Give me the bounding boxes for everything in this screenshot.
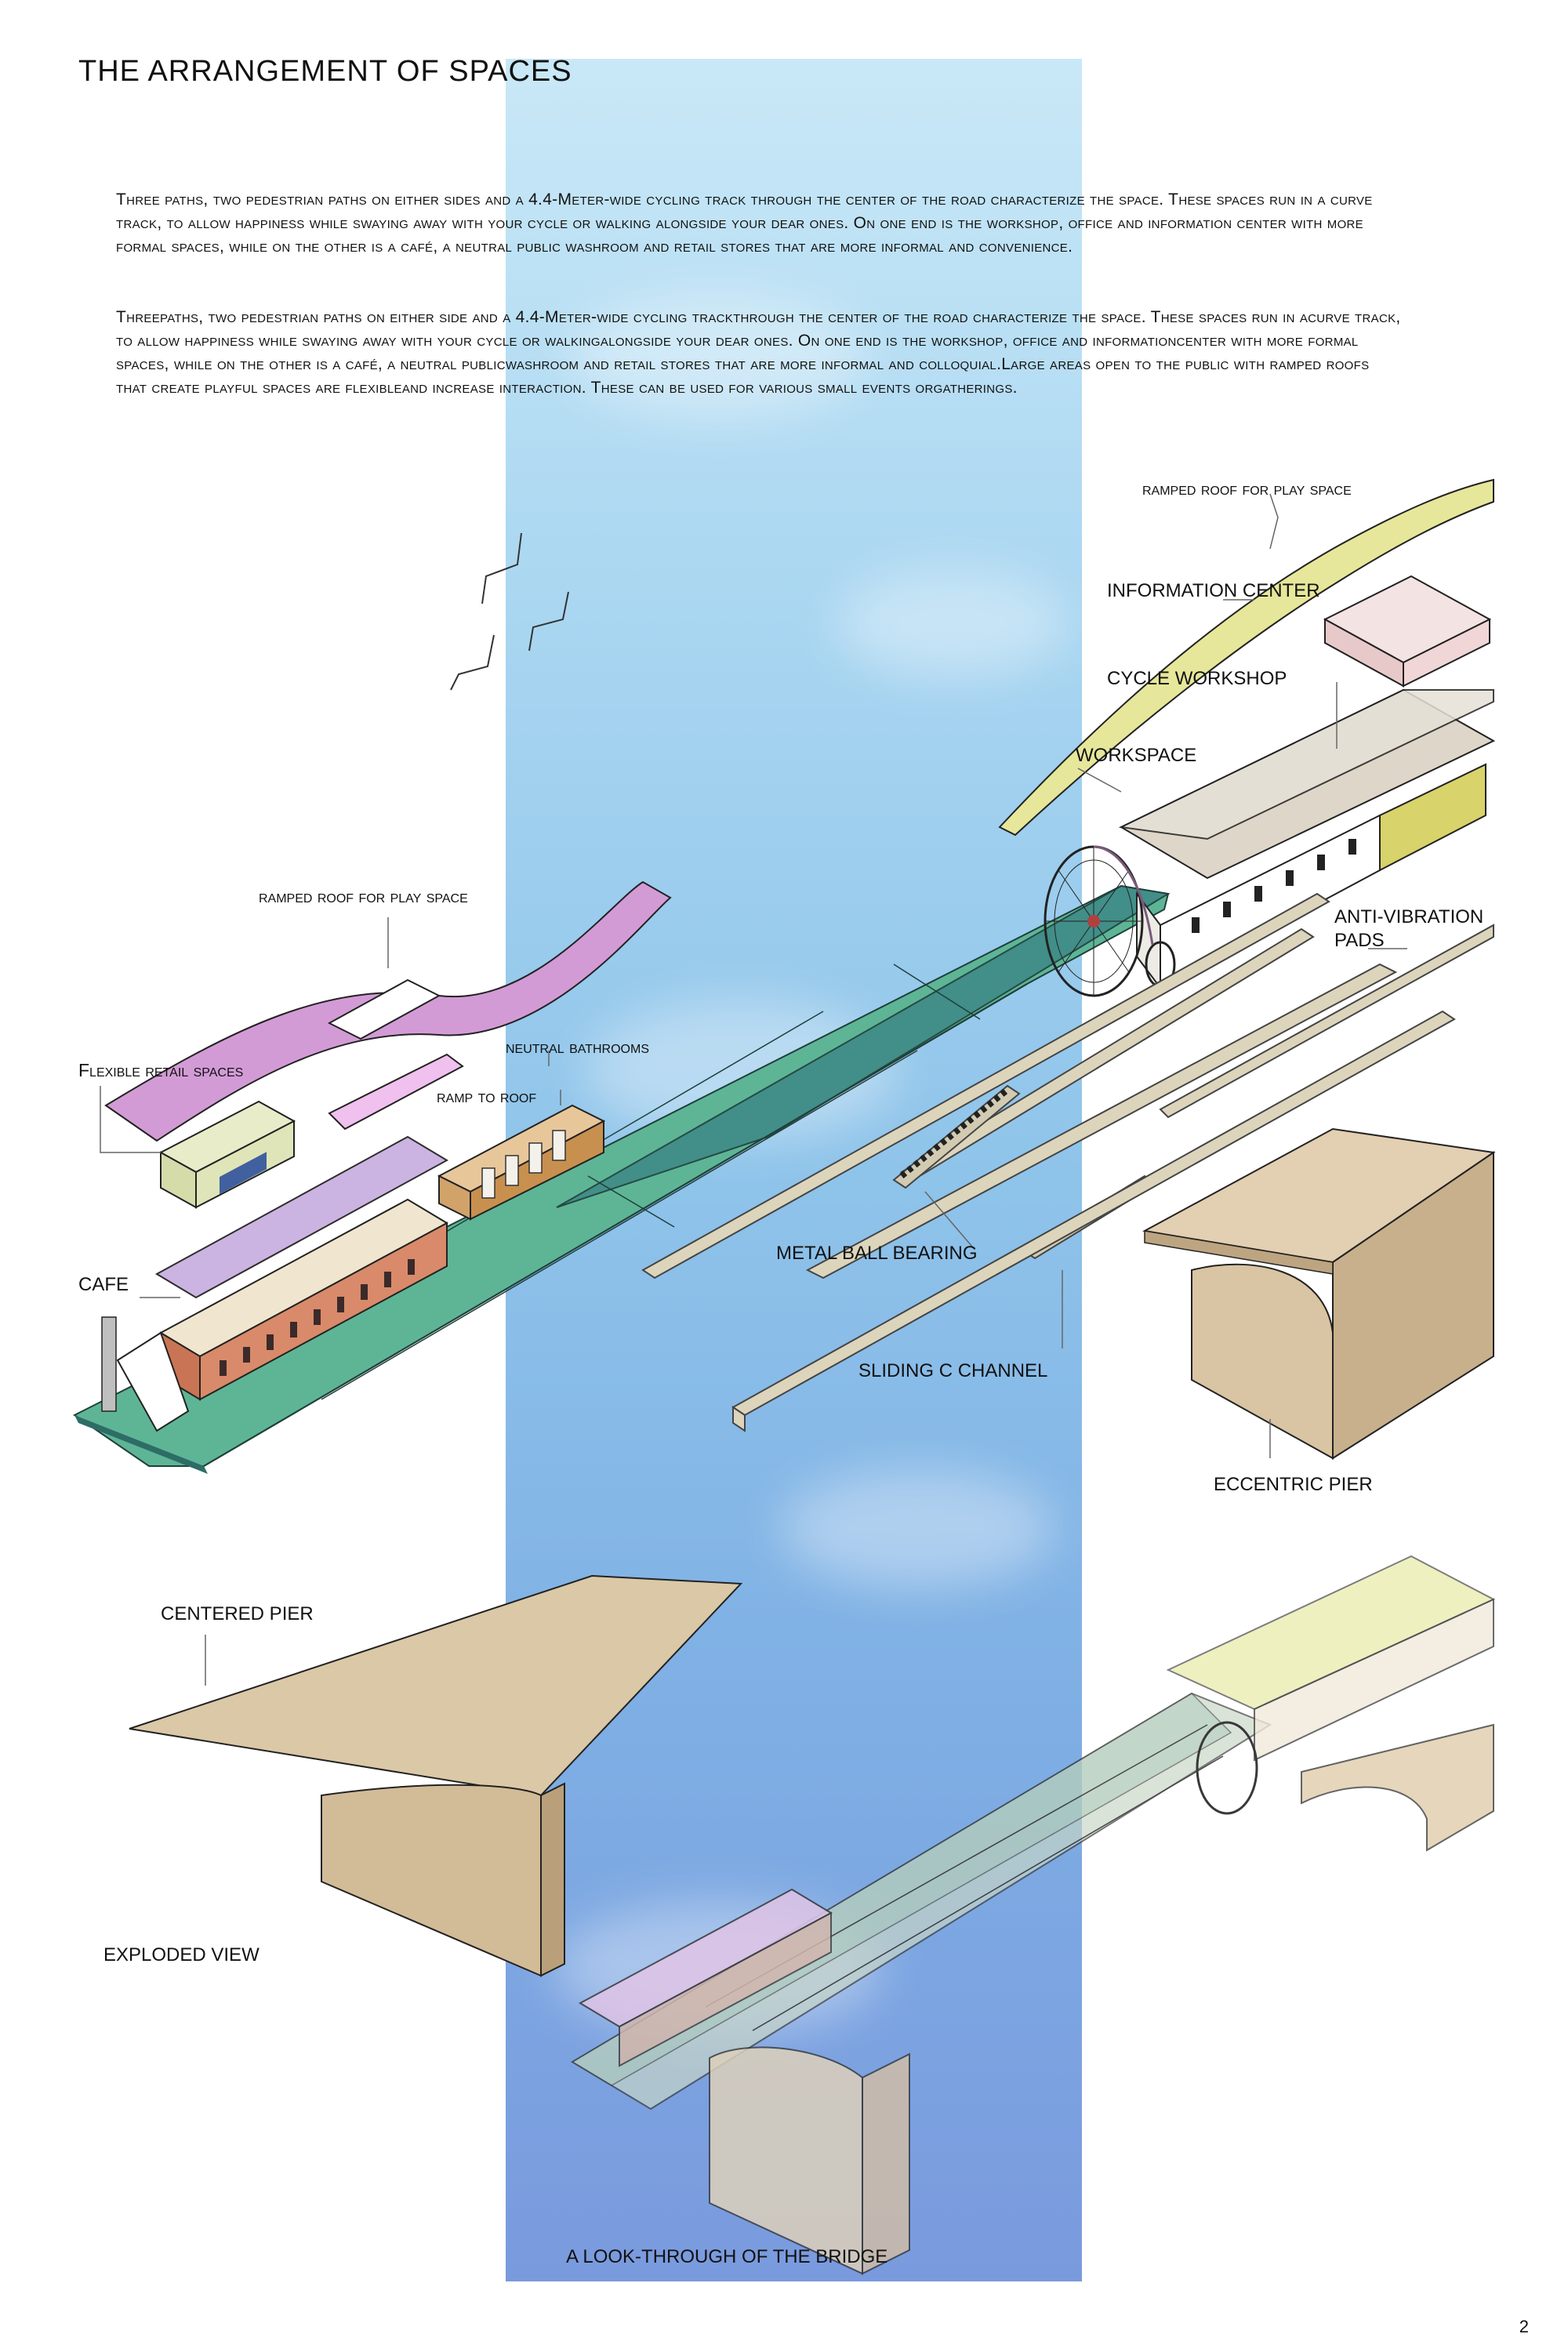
cycle-workshop-roof — [1118, 689, 1494, 840]
ramped-roof-right — [998, 478, 1494, 837]
description-paragraph-2: Threepaths, two pedestrian paths on eith… — [116, 308, 1401, 397]
label-flexible-retail: Flexible retail spaces — [78, 1060, 244, 1080]
page-number: 2 — [1519, 2317, 1529, 2336]
ramp-to-roof — [328, 1053, 464, 1131]
label-ramp-to-roof: ramp to roof — [437, 1086, 537, 1106]
label-sliding-c-channel: SLIDING C CHANNEL — [858, 1360, 1048, 1381]
information-center-building — [1323, 575, 1492, 688]
centered-pier — [129, 1574, 743, 1977]
description-paragraph-1: Three paths, two pedestrian paths on eit… — [116, 191, 1373, 256]
look-through-bridge — [571, 1555, 1496, 2275]
label-exploded-view: EXPLODED VIEW — [103, 1944, 260, 1965]
sketch-lines — [450, 532, 569, 691]
label-cafe: CAFE — [78, 1274, 129, 1295]
sliding-c-channels — [641, 892, 1456, 1432]
label-look-through: A LOOK-THROUGH OF THE BRIDGE — [566, 2246, 888, 2267]
eccentric-pier — [1142, 1127, 1496, 1460]
bathrooms-block — [437, 1104, 606, 1221]
label-centered-pier: CENTERED PIER — [161, 1603, 314, 1624]
page-title: THE ARRANGEMENT OF SPACES — [78, 55, 572, 88]
retail-spaces — [158, 1100, 296, 1209]
label-ramped-roof-left: ramped roof for play space — [259, 886, 468, 906]
label-cycle-workshop: CYCLE WORKSHOP — [1107, 668, 1287, 689]
cafe-building — [101, 1135, 449, 1432]
label-anti-vibration-pads: ANTI-VIBRATION PADS — [1334, 906, 1484, 951]
label-eccentric-pier: ECCENTRIC PIER — [1214, 1474, 1373, 1495]
anti-vibration-pads — [900, 924, 1494, 1181]
label-information-center: INFORMATION CENTER — [1107, 580, 1320, 601]
leader-lines — [100, 493, 1407, 1686]
label-workspace: WORKSPACE — [1076, 745, 1197, 766]
ramped-roof-left — [104, 880, 672, 1142]
main-deck — [73, 884, 1171, 1474]
bicycle-icon — [1044, 845, 1176, 997]
label-metal-ball-bearing: METAL BALL BEARING — [776, 1243, 978, 1264]
label-ramped-roof-right: ramped roof for play space — [1142, 478, 1352, 499]
label-neutral-bathrooms: neutral bathrooms — [506, 1036, 649, 1057]
